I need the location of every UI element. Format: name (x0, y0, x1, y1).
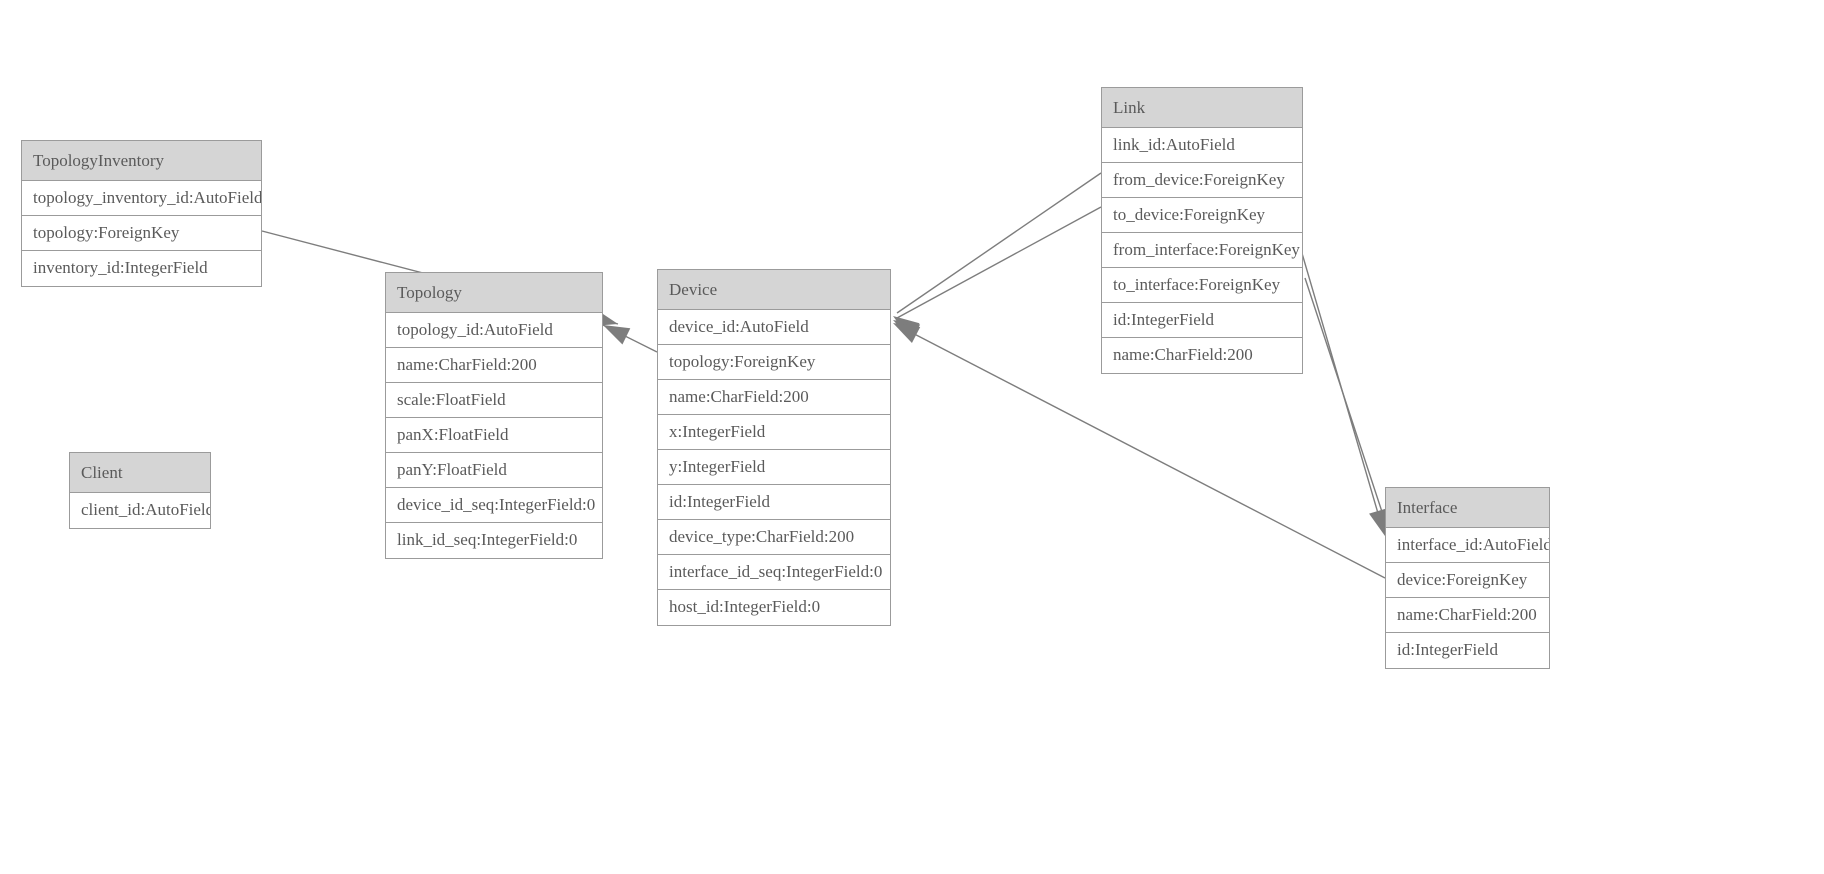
entity-field: device:ForeignKey (1386, 563, 1549, 598)
entity-field: panX:FloatField (386, 418, 602, 453)
entity-title: Interface (1386, 488, 1549, 528)
entity-field: device_id:AutoField (658, 310, 890, 345)
entity-field: to_device:ForeignKey (1102, 198, 1302, 233)
arrowhead-icon (1369, 508, 1387, 536)
entity-field: host_id:IntegerField:0 (669, 597, 821, 616)
entity-field: id:IntegerField (658, 485, 890, 520)
entity-field: id:IntegerField (1397, 640, 1499, 659)
entity-field: name:CharField:200 (1113, 345, 1253, 364)
arrowhead-icon (893, 323, 921, 343)
entity-field: y:IntegerField (658, 450, 890, 485)
entity-field: interface_id:AutoField (1386, 528, 1549, 563)
entity-field: x:IntegerField (658, 415, 890, 450)
entity-field: name:CharField:200 (658, 380, 890, 415)
entity-field: topology_inventory_id:AutoField (22, 181, 261, 216)
entity-field: name:CharField:200 (1386, 598, 1549, 633)
entity-field: from_interface:ForeignKey (1102, 233, 1302, 268)
entity-title: TopologyInventory (22, 141, 261, 181)
entity-field: topology:ForeignKey (658, 345, 890, 380)
entity-field: link_id:AutoField (1102, 128, 1302, 163)
entity-field: panY:FloatField (386, 453, 602, 488)
arrowhead-icon (893, 316, 920, 339)
entity-title: Link (1102, 88, 1302, 128)
entity-client[interactable]: Client client_id:AutoField (69, 452, 211, 529)
entity-field: client_id:AutoField (81, 500, 210, 519)
relationship-link-to-interface (1304, 277, 1390, 536)
entity-title: Device (658, 270, 890, 310)
entity-field: topology:ForeignKey (22, 216, 261, 251)
entity-field: to_interface:ForeignKey (1102, 268, 1302, 303)
arrowhead-icon (603, 325, 631, 345)
entity-field: topology_id:AutoField (386, 313, 602, 348)
entity-field: id:IntegerField (1102, 303, 1302, 338)
entity-field: interface_id_seq:IntegerField:0 (658, 555, 890, 590)
entity-field: scale:FloatField (386, 383, 602, 418)
entity-field: device_type:CharField:200 (658, 520, 890, 555)
entity-field: link_id_seq:IntegerField:0 (397, 530, 578, 549)
arrowhead-icon (893, 320, 921, 341)
entity-field: inventory_id:IntegerField (33, 258, 208, 277)
relationship-link-to-device (893, 206, 1102, 341)
entity-title: Client (70, 453, 210, 493)
entity-field: device_id_seq:IntegerField:0 (386, 488, 602, 523)
entity-title: Topology (386, 273, 602, 313)
entity-field: name:CharField:200 (386, 348, 602, 383)
entity-field: from_device:ForeignKey (1102, 163, 1302, 198)
relationship-link-to-interface (1298, 242, 1387, 536)
relationship-link-to-device (893, 172, 1102, 339)
relationship-device-to-topology (602, 324, 658, 353)
